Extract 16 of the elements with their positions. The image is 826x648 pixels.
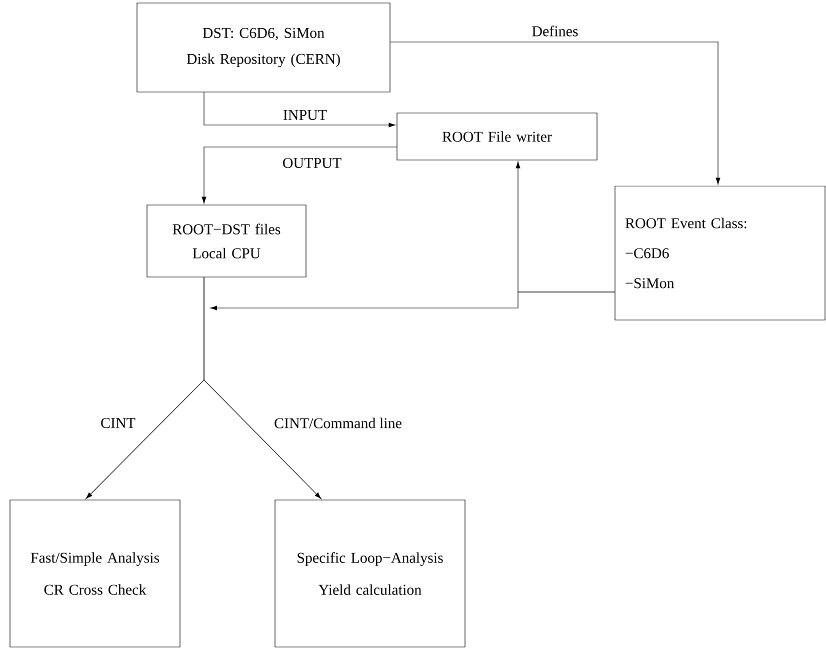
arrow [204,92,396,128]
edge-label: CINT [100,416,136,430]
edge-label: OUTPUT [281,156,343,170]
process-box: ROOT File writer [396,112,598,160]
arrow [202,146,397,204]
process-box: Specific Loop−Analysis Yield calculation [274,500,466,648]
process-box: ROOT−DST files Local CPU [146,204,306,278]
process-box: ROOT Event Class: −C6D6 −SiMon [614,186,826,320]
process-box: DST: C6D6, SiMon Disk Repository (CERN) [136,2,390,92]
edge-label: Defines [530,24,580,38]
edge-label: INPUT [282,109,328,121]
edge-label: CINT/Command line [273,416,403,430]
arrow [390,42,720,185]
process-box: Fast/Simple Analysis CR Cross Check [10,500,180,648]
arrow [210,292,615,310]
arrow [204,277,322,499]
